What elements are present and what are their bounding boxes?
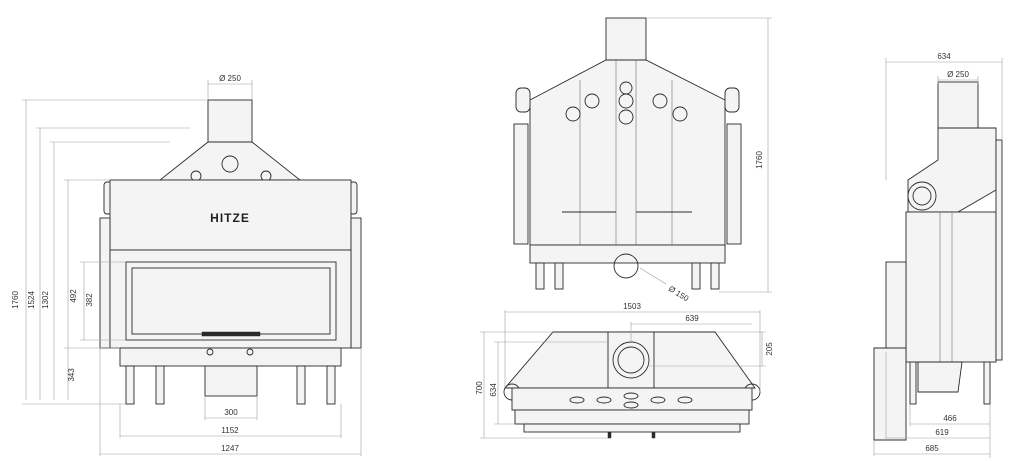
top-vent: [596, 396, 612, 404]
side-main-body: [905, 211, 997, 363]
front-leg: [155, 365, 165, 405]
back-leg: [691, 262, 701, 290]
back-outlet: [613, 253, 639, 279]
side-back-panel: [995, 139, 1003, 361]
top-knob: [651, 431, 656, 439]
back-hole: [652, 93, 668, 109]
back-dim-1760-label: 1760: [755, 151, 764, 169]
back-leg: [554, 262, 564, 290]
front-dim-300-label: 300: [224, 408, 238, 417]
side-chimney-pipe: [937, 81, 979, 129]
top-dim-205-label: 205: [765, 342, 774, 356]
front-upper-body: [109, 179, 352, 251]
top-vent: [623, 392, 639, 400]
side-dim-619-label: 619: [935, 428, 949, 437]
back-hole: [672, 106, 688, 122]
front-leg: [296, 365, 306, 405]
brand-logo: HITZE: [210, 211, 250, 225]
top-knob: [607, 431, 612, 439]
top-vent: [569, 396, 585, 404]
front-side-column-right: [350, 217, 362, 349]
top-view: 1503 639 205 700 634: [475, 302, 774, 439]
back-hole: [565, 106, 581, 122]
front-dim-1247-label: 1247: [221, 444, 239, 453]
front-leg: [326, 365, 336, 405]
front-hood-hole: [221, 155, 239, 173]
front-dim-382-label: 382: [85, 293, 94, 307]
side-dim-466-label: 466: [943, 414, 957, 423]
back-hole: [618, 93, 634, 109]
side-front-plate: [873, 347, 907, 441]
side-fan-inner: [912, 186, 932, 206]
side-leg: [983, 361, 991, 405]
top-vent: [650, 396, 666, 404]
front-hood: [158, 141, 302, 181]
side-hood: [907, 127, 997, 213]
top-vent: [623, 401, 639, 409]
back-fan-right: [724, 87, 740, 113]
top-dim-634-label: 634: [489, 383, 498, 397]
front-door-glass-frame: [125, 261, 337, 341]
back-side-panel-right: [726, 123, 742, 245]
front-dim-1760-label: 1760: [11, 291, 20, 309]
side-dim-685-label: 685: [925, 444, 939, 453]
front-dim-1152-label: 1152: [221, 426, 239, 435]
side-fan: [907, 181, 937, 211]
front-chimney-pipe: [207, 99, 253, 143]
front-door-handle: [201, 331, 261, 337]
front-ash-drawer: [204, 365, 258, 397]
back-hole: [618, 109, 634, 125]
back-fan-left: [515, 87, 531, 113]
front-base-knob: [206, 348, 214, 356]
side-dim-634-label: 634: [937, 52, 951, 61]
top-chimney-pipe: [617, 346, 645, 374]
back-outlet-leader: [639, 267, 667, 285]
front-door-frame: [109, 249, 352, 349]
front-dim-1302-label: 1302: [41, 291, 50, 309]
back-leg: [710, 262, 720, 290]
side-door: [885, 261, 907, 353]
top-vent: [677, 396, 693, 404]
front-pipe-diameter-label: Ø 250: [219, 74, 241, 83]
front-dim-492-label: 492: [69, 289, 78, 303]
front-leg: [125, 365, 135, 405]
back-side-panel-left: [513, 123, 529, 245]
front-dim-1524-label: 1524: [27, 291, 36, 309]
front-view: HITZE 1760 1524 1302 492 382: [11, 74, 362, 456]
side-view: 634 Ø 250 466 619 685: [873, 52, 1003, 458]
back-hole: [584, 93, 600, 109]
top-dim-700-label: 700: [475, 381, 484, 395]
back-outlet-diameter-label: Ø 150: [667, 284, 691, 303]
top-door-lip: [523, 423, 741, 433]
side-ash-drawer: [917, 361, 963, 393]
front-base-knob: [246, 348, 254, 356]
front-side-column-left: [99, 217, 111, 349]
back-leg: [535, 262, 545, 290]
side-pipe-diameter-label: Ø 250: [947, 70, 969, 79]
top-dim-1503-label: 1503: [623, 302, 641, 311]
back-view: Ø 150 1760: [513, 17, 772, 304]
back-chimney-pipe: [605, 17, 647, 61]
top-dim-639-label: 639: [685, 314, 699, 323]
front-base: [119, 347, 342, 367]
top-door-front: [514, 409, 750, 425]
front-dim-343-label: 343: [67, 368, 76, 382]
side-leg: [909, 361, 917, 405]
back-body: [529, 59, 726, 246]
